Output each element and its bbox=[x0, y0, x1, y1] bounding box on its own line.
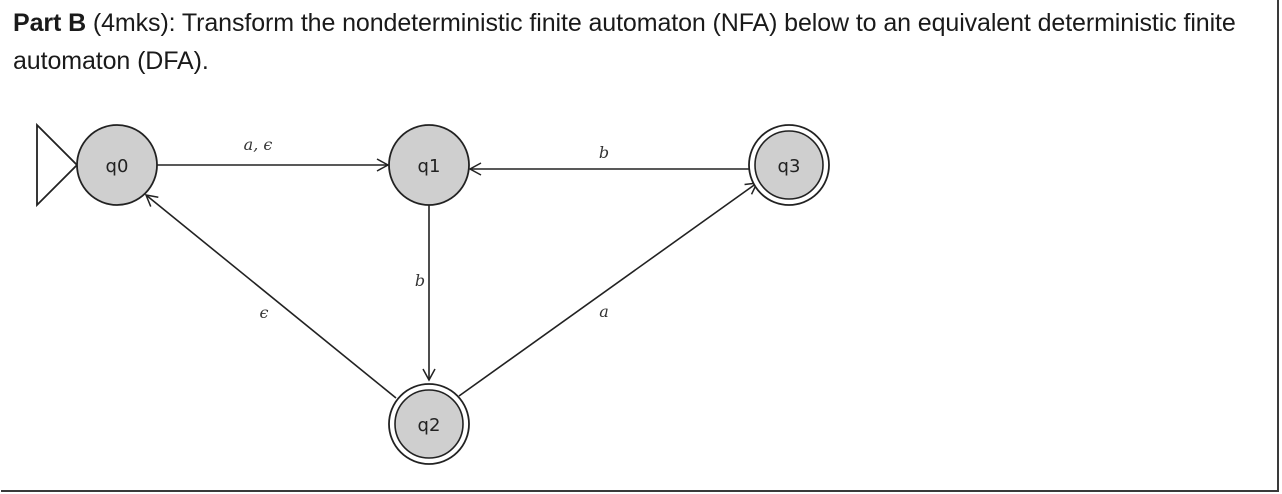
state-q1: q1 bbox=[388, 124, 470, 206]
state-label: q0 bbox=[106, 156, 129, 177]
state-circle bbox=[388, 124, 470, 206]
transitions bbox=[144, 158, 759, 399]
part-label: Part B bbox=[13, 9, 87, 37]
edge-label-q2-q3: a bbox=[599, 302, 609, 321]
state-circle bbox=[754, 130, 824, 200]
question-text: Part B (4mks): Transform the nondetermin… bbox=[13, 4, 1253, 80]
edge-label-q0-q1: a, ϵ bbox=[244, 135, 273, 154]
state-q2: q2 bbox=[388, 383, 470, 465]
state-label: q2 bbox=[418, 415, 441, 436]
state-q3: q3 bbox=[748, 124, 830, 206]
edge-label-q1-q2: b bbox=[415, 271, 425, 290]
edge-q2-q0 bbox=[144, 194, 397, 399]
question-body: (4mks): Transform the nondeterministic f… bbox=[13, 9, 1236, 75]
edge-q2-q3 bbox=[458, 182, 759, 397]
edge-label-q3-q1: b bbox=[599, 143, 609, 162]
state-label: q1 bbox=[418, 156, 441, 177]
state-circle bbox=[394, 389, 464, 459]
state-q0: q0 bbox=[76, 124, 158, 206]
initial-state-marker bbox=[36, 122, 79, 208]
state-circle bbox=[76, 124, 158, 206]
state-label: q3 bbox=[778, 156, 801, 177]
edge-label-q2-q0: ϵ bbox=[260, 303, 269, 322]
